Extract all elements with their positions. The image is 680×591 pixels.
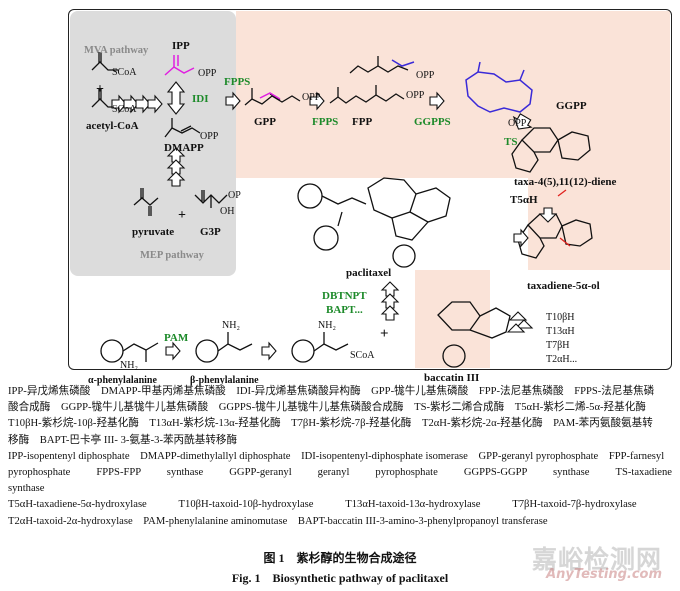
paclitaxel-benzoyl-ring: [392, 244, 416, 268]
figure-caption-cn: 图 1 紫杉醇的生物合成途径: [263, 551, 417, 565]
pathway-structures: [91, 52, 593, 368]
alpha-phe-ring: [100, 339, 124, 363]
legend-en-line-1: IPP-isopentenyl diphosphate DMAPP-dimeth…: [8, 450, 665, 462]
fpps-enzyme-1: FPPS: [224, 76, 251, 88]
g3p-oh: OH: [220, 206, 235, 217]
paclitaxel-core: [367, 177, 417, 219]
ts-enzyme: TS: [504, 136, 518, 148]
paclitaxel-phenyl-2: [313, 225, 339, 251]
t5ah-enzyme: T5αH: [510, 194, 538, 206]
idi-double-arrow: [166, 81, 186, 115]
paclitaxel-up-arrows: [380, 281, 400, 321]
pyruvate-label: pyruvate: [132, 226, 175, 238]
baccatin-benzoyl-ring: [442, 344, 466, 368]
t13ah-enzyme: T13αH: [546, 326, 575, 337]
cinnamoyl-nh2: NH₂: [318, 320, 336, 331]
figure-caption-en: Fig. 1 Biosynthetic pathway of paclitaxe…: [231, 571, 449, 585]
ipp-label: IPP: [172, 40, 190, 52]
beta-phe-ring: [195, 339, 219, 363]
taxane-pathway-region: [236, 11, 670, 178]
fpp-opp: OPP: [406, 90, 425, 101]
acetyl-scoa-2: SCoA: [112, 104, 137, 115]
legend-cn-line-3: T10βH-紫杉烷-10β-羟基化酶 T13αH-紫杉烷-13α-羟基化酶 T7…: [8, 418, 653, 430]
watermark-cn: 嘉峪检测网: [531, 545, 662, 574]
paclitaxel-label: paclitaxel: [346, 267, 392, 279]
legend-en-line-3: T5αH-taxadiene-5α-hydroxylase T10βH-taxo…: [8, 499, 637, 511]
acetyl-coa-label: acetyl-CoA: [86, 120, 139, 132]
legend-cn-line-2: 酸合成酶 GGPP-牻牛儿基牻牛儿基焦磷酸 GGPPS-牻牛儿基牻牛儿基焦磷酸合…: [8, 402, 646, 414]
baccatin-label: baccatin III: [424, 372, 480, 384]
watermark-en: AnyTesting.com: [546, 567, 662, 582]
ts-arrow: [512, 113, 558, 223]
ggpp-chain-precursor: [349, 65, 409, 74]
gpp-opp: OPP: [302, 92, 321, 103]
chain-opp: OPP: [416, 70, 435, 81]
baccatin-core: [437, 301, 481, 331]
taxadiene-ring-a: [521, 127, 559, 153]
gpp-structure: [244, 95, 301, 106]
cinnamoyl-scoa: SCoA: [350, 350, 375, 361]
fpp-label: FPP: [352, 116, 373, 128]
paclitaxel-phenyl-1: [297, 183, 323, 209]
taxadienol-label: taxadiene-5α-ol: [527, 280, 600, 292]
pyruvate-structure: [133, 197, 159, 206]
cinnamoyl-ring: [291, 339, 315, 363]
beta-phe-label: β-phenylalanine: [190, 375, 259, 386]
ggpp-blue-chain: [391, 59, 533, 113]
taxadiene-label: taxa-4(5),11(12)-diene: [514, 176, 617, 188]
mep-pathway-label: MEP pathway: [140, 250, 204, 261]
t7bh-enzyme: T7βH: [546, 340, 570, 351]
mva-pathway-label: MVA pathway: [84, 45, 149, 56]
taxane-pathway-region-lower: [528, 178, 670, 270]
t2ah-enzyme: T2αH...: [546, 354, 578, 365]
legend-en-line-4: T2αH-taxoid-2α-hydroxylase PAM-phenylala…: [8, 515, 548, 527]
legend-cn-line-4: 移酶 BAPT-巴卡亭 III- 3-氨基-3-苯丙酰基转移酶: [8, 434, 238, 446]
g3p-label: G3P: [200, 226, 221, 238]
g3p-structure: [194, 194, 228, 204]
gpp-label: GPP: [254, 116, 276, 128]
acetyl-coa-structure-1: [91, 61, 118, 71]
dmapp-opp: OPP: [200, 131, 219, 142]
ggpp-opp: OPP: [508, 118, 527, 129]
mep-up-arrows: [166, 147, 186, 187]
dbtnpt-enzyme: DBTNPT: [322, 290, 367, 302]
ipp-opp: OPP: [198, 68, 217, 79]
ipp-chain: [164, 55, 281, 100]
alpha-phe-label: α-phenylalanine: [88, 375, 157, 386]
mva-pathway-region: [70, 11, 236, 276]
dmapp-label: DMAPP: [164, 142, 204, 154]
t10bh-enzyme: T10βH: [546, 312, 575, 323]
dmapp-structure: [164, 127, 201, 138]
g3p-op: OP: [228, 190, 241, 201]
ggpp-label: GGPP: [556, 100, 587, 112]
idi-enzyme: IDI: [192, 93, 209, 105]
plus-sign-3: +: [380, 326, 389, 342]
plus-sign-2: +: [178, 208, 186, 223]
legend-en-line-2: pyrophosphate FPPS-FPP synthase GGPP-ger…: [8, 467, 680, 495]
figure-frame: [68, 9, 672, 370]
hydroxylase-arrows: [506, 311, 534, 333]
legend-cn-line-1: IPP-异戊烯焦磷酸 DMAPP-甲基丙烯基焦磷酸 IDI-异戊烯基焦磷酸异构酶…: [8, 386, 655, 397]
fpps-enzyme-2: FPPS: [312, 116, 339, 128]
acetyl-scoa-1: SCoA: [112, 67, 137, 78]
ggpps-enzyme: GGPPS: [414, 116, 451, 128]
beta-phe-nh2: NH₂: [222, 320, 240, 331]
plus-sign: +: [96, 82, 104, 97]
bapt-enzyme: BAPT...: [326, 304, 363, 316]
fpp-structure: [329, 93, 405, 104]
alpha-phe-nh2: NH₂: [120, 360, 138, 371]
pam-enzyme: PAM: [164, 332, 189, 344]
legend-block: IPP-异戊烯焦磷酸 DMAPP-甲基丙烯基焦磷酸 IDI-异戊烯基焦磷酸异构酶…: [8, 384, 680, 530]
